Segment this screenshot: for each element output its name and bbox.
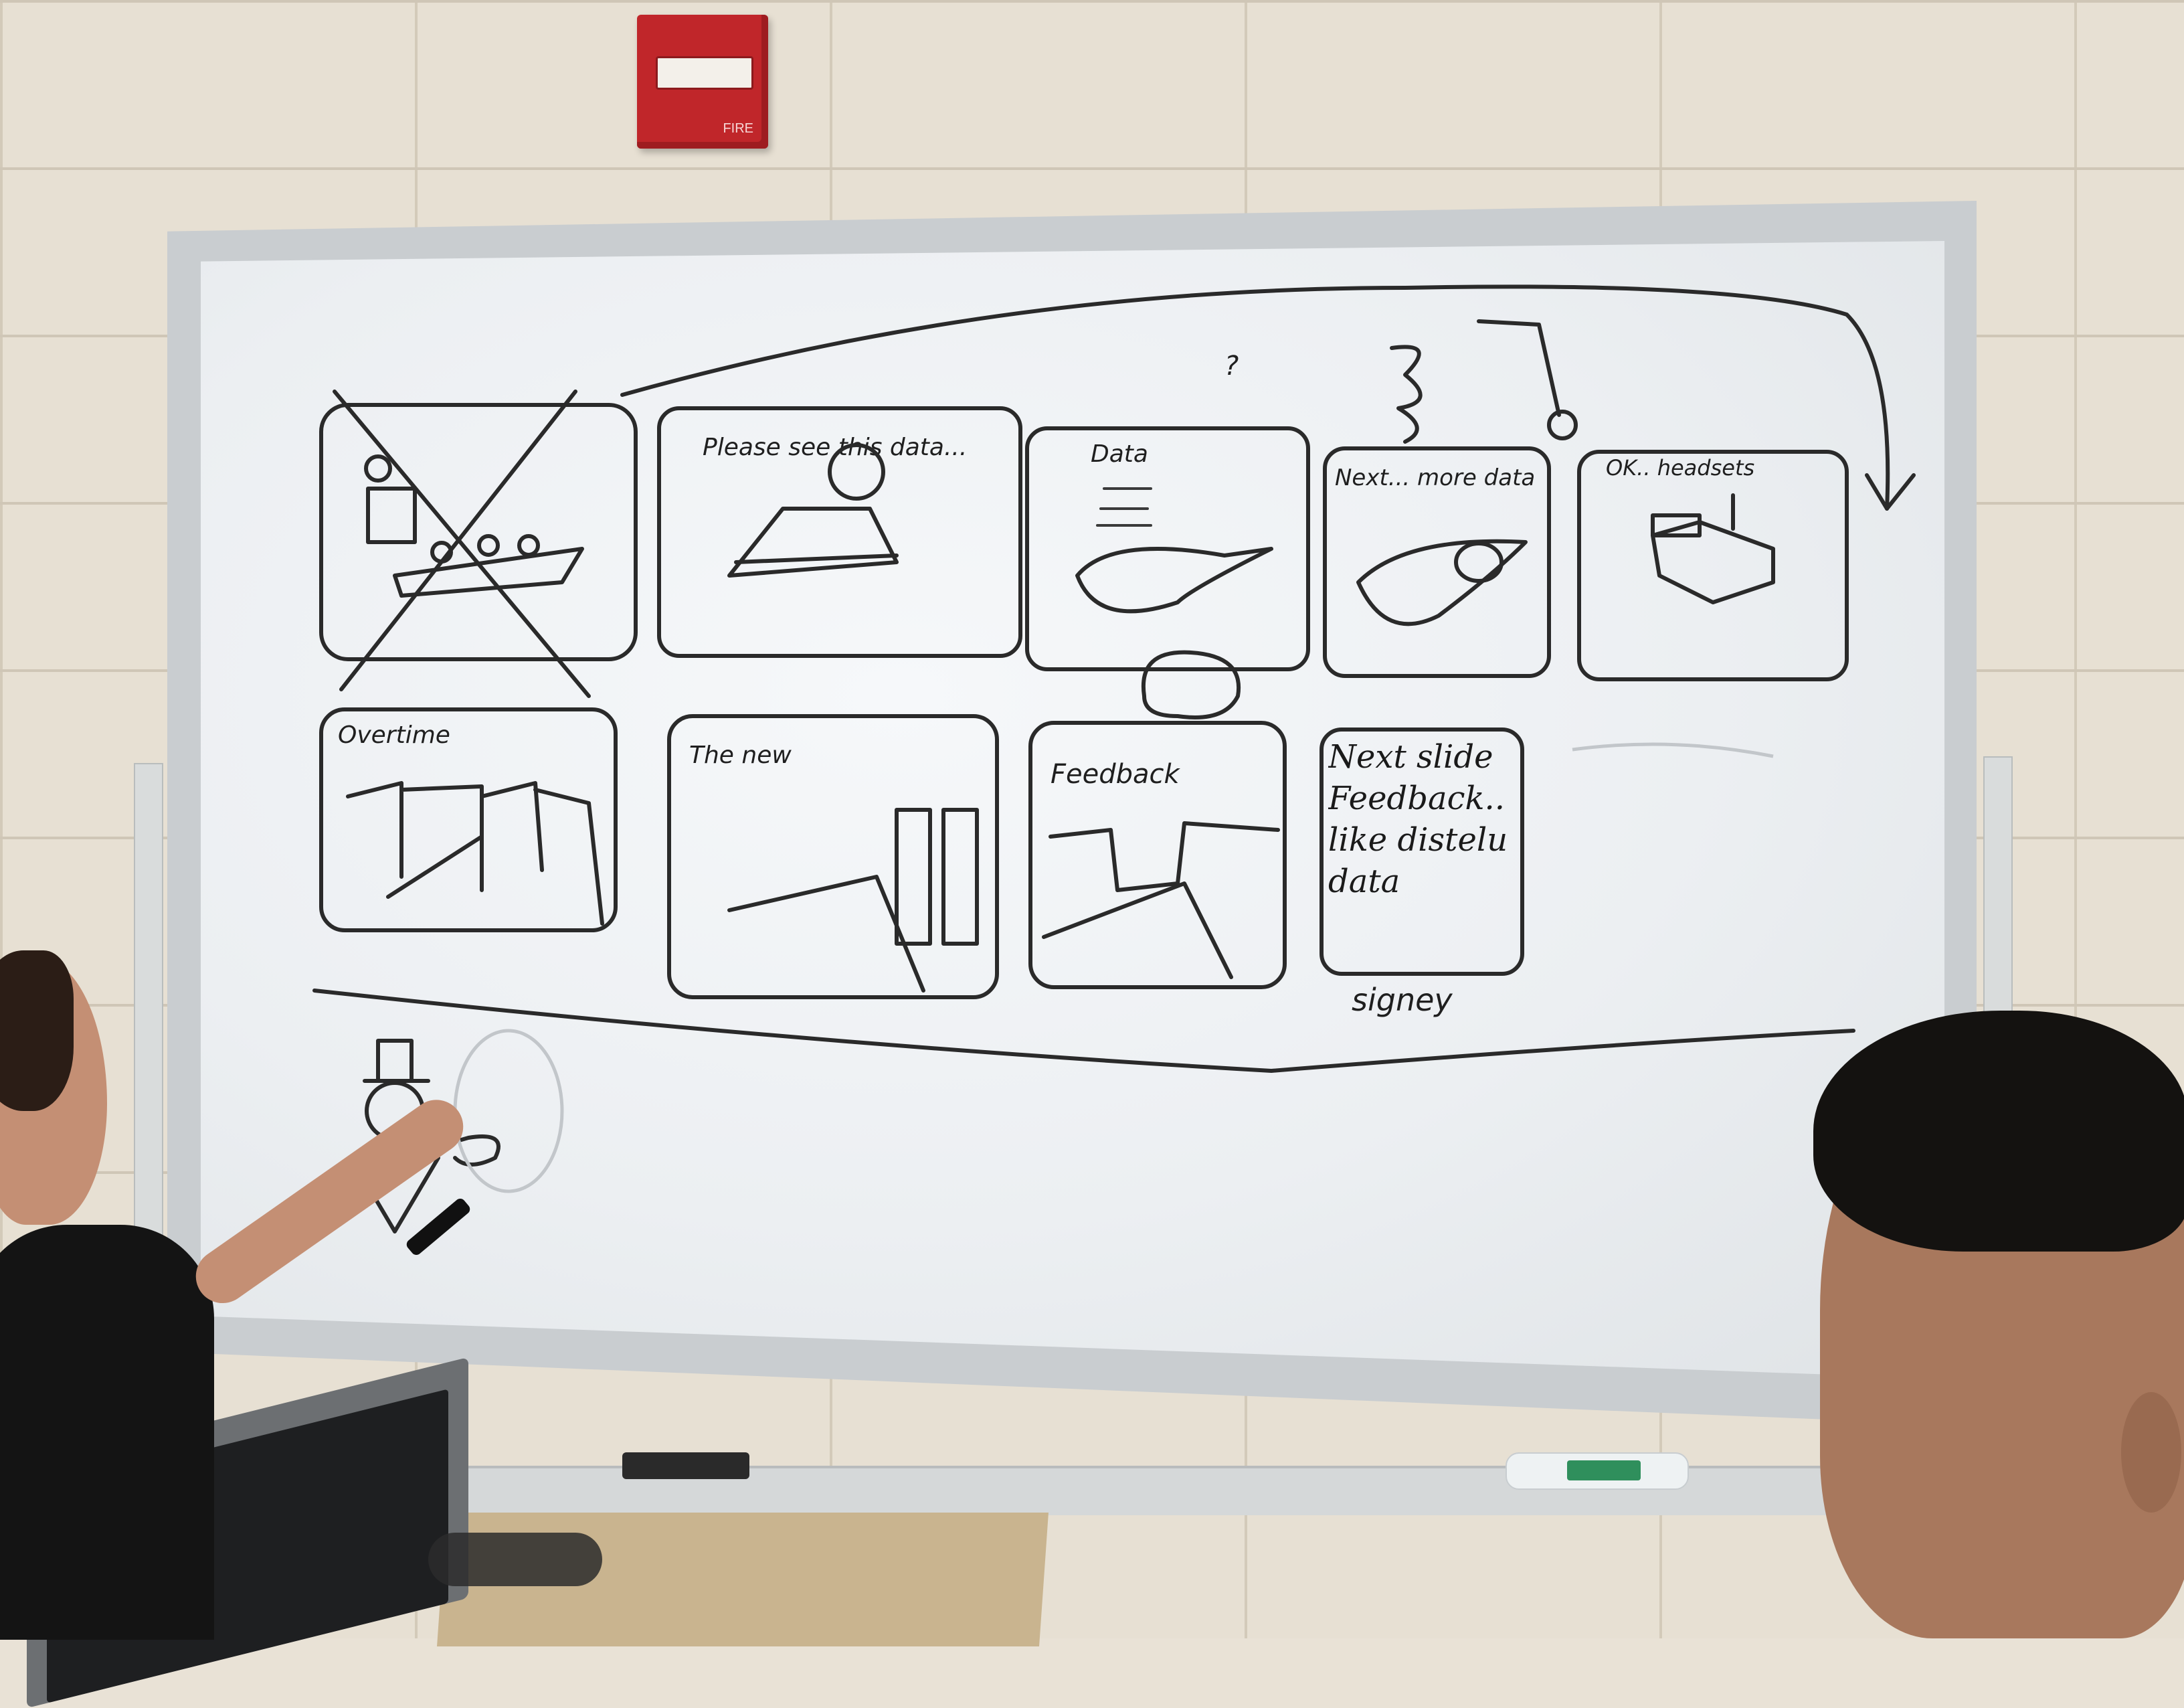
panel-4: Next... more data xyxy=(1323,319,1578,678)
storyboard-sketch: Please see this data... Data ? Next... m… xyxy=(312,284,1916,1233)
panel-9: Next slide Feedback.. like distelu data … xyxy=(1320,728,1524,1018)
panel-5-caption: OK.. headsets xyxy=(1606,455,1754,481)
panel-6: Overtime xyxy=(319,707,618,932)
thought-bubble xyxy=(1141,650,1241,719)
panel-8: Feedback xyxy=(1028,721,1287,989)
flow-arrow-arc xyxy=(620,284,1890,511)
person-right-hair xyxy=(1813,1011,2184,1252)
cleaner-bottle xyxy=(1506,1452,1689,1490)
panel-3: Data ? xyxy=(1025,351,1310,671)
person-right-ear xyxy=(2121,1392,2181,1513)
panel-7-caption: The new xyxy=(689,742,792,769)
fire-alarm: FIRE xyxy=(637,15,768,149)
panel-4-caption: Next... more data xyxy=(1335,464,1535,491)
panel-3-caption: Data xyxy=(1091,440,1148,468)
divider-line xyxy=(312,989,1855,1073)
panel-6-caption: Overtime xyxy=(338,721,450,749)
question-note: ? xyxy=(1224,351,1239,381)
keys xyxy=(428,1533,602,1586)
whiteboard-surface xyxy=(201,241,1944,1379)
panel-8-caption: Feedback xyxy=(1051,759,1181,790)
fire-alarm-strobe xyxy=(656,56,753,90)
panel-7: The new xyxy=(667,714,999,999)
flow-arrow-head xyxy=(1865,473,1916,511)
panel-5: OK.. headsets xyxy=(1577,450,1849,681)
panel-2: Please see this data... xyxy=(657,406,1022,658)
panel-9-caption: Next slide Feedback.. like distelu data xyxy=(1328,738,1508,900)
cleaner-bottle-label xyxy=(1567,1460,1641,1480)
fire-alarm-label: FIRE xyxy=(723,121,753,136)
panel-1 xyxy=(319,390,638,698)
person-left-hair xyxy=(0,950,74,1111)
person-left-body xyxy=(0,1225,214,1640)
signey-note: signey xyxy=(1352,982,1453,1018)
whiteboard-eraser xyxy=(622,1452,749,1479)
